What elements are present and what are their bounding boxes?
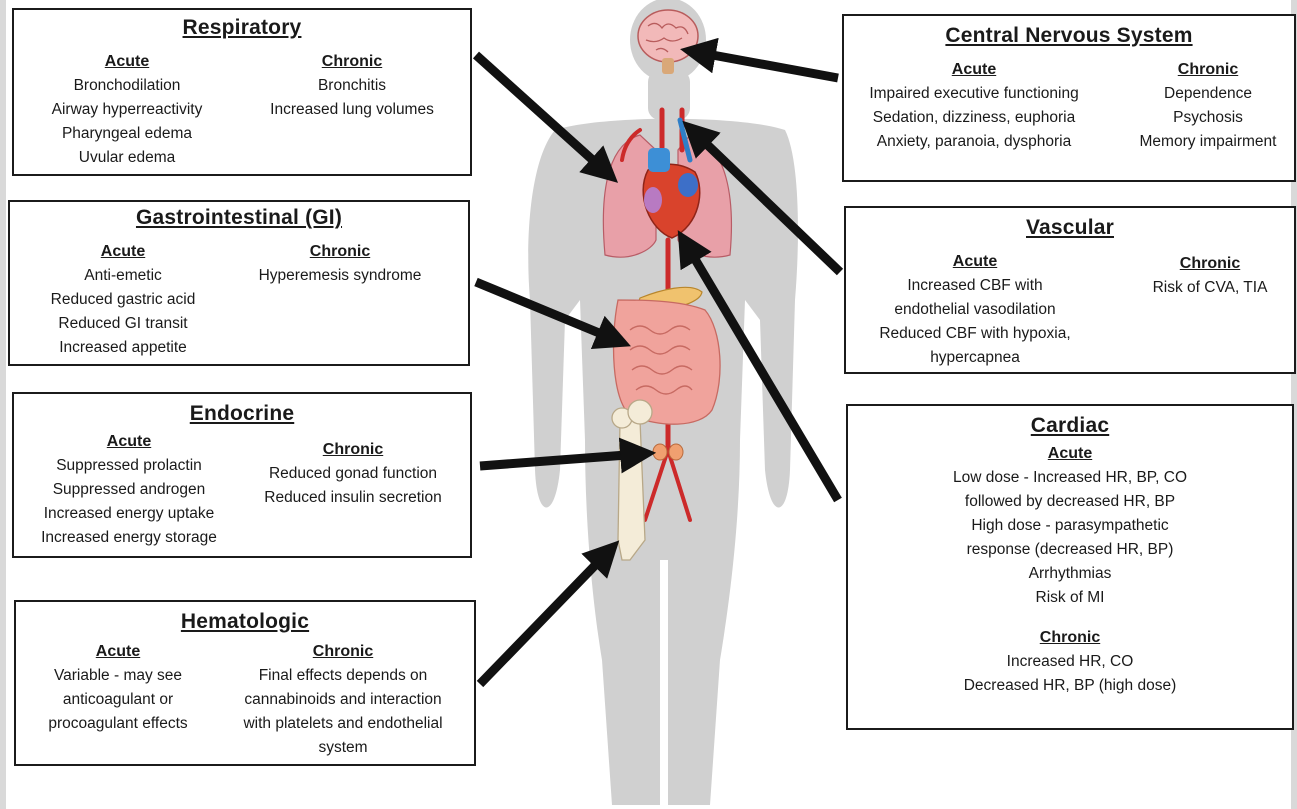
respiratory-title: Respiratory (14, 16, 470, 40)
hematologic-chronic-item: cannabinoids and interaction (220, 688, 466, 712)
respiratory-chronic-item: Bronchitis (242, 74, 462, 98)
gastrointestinal-acute-item: Reduced GI transit (18, 312, 228, 336)
vascular-acute-item: hypercapnea (850, 346, 1100, 370)
gastrointestinal-chronic-heading: Chronic (230, 240, 450, 264)
respiratory-chronic-column: Chronic Bronchitis Increased lung volume… (242, 50, 462, 122)
respiratory-chronic-heading: Chronic (242, 50, 462, 74)
hematologic-chronic-item: with platelets and endothelial (220, 712, 466, 736)
endocrine-chronic-item: Reduced gonad function (246, 462, 460, 486)
vascular-chronic-column: Chronic Risk of CVA, TIA (1126, 252, 1294, 300)
cardiac-acute-item: followed by decreased HR, BP (848, 490, 1292, 514)
cardiac-box: Cardiac Acute Low dose - Increased HR, B… (846, 404, 1294, 730)
hematologic-box: Hematologic Acute Variable - may see ant… (14, 600, 476, 766)
vascular-acute-item: endothelial vasodilation (850, 298, 1100, 322)
vascular-acute-item: Reduced CBF with hypoxia, (850, 322, 1100, 346)
cns-title: Central Nervous System (844, 24, 1294, 48)
cardiac-acute-item: response (decreased HR, BP) (848, 538, 1292, 562)
cardiac-chronic-item: Decreased HR, BP (high dose) (848, 674, 1292, 698)
cns-acute-heading: Acute (846, 58, 1102, 82)
cns-acute-item: Sedation, dizziness, euphoria (846, 106, 1102, 130)
vascular-chronic-heading: Chronic (1126, 252, 1294, 276)
cns-acute-column: Acute Impaired executive functioning Sed… (846, 58, 1102, 154)
cardiac-chronic-item: Increased HR, CO (848, 650, 1292, 674)
cns-chronic-item: Dependence (1124, 82, 1292, 106)
arrow-cns (696, 52, 838, 78)
hematologic-chronic-column: Chronic Final effects depends on cannabi… (220, 640, 466, 760)
vascular-box: Vascular Acute Increased CBF with endoth… (844, 206, 1296, 374)
hematologic-acute-heading: Acute (20, 640, 216, 664)
gastrointestinal-acute-item: Reduced gastric acid (18, 288, 228, 312)
endocrine-box: Endocrine Acute Suppressed prolactin Sup… (12, 392, 472, 558)
cardiac-acute-column: Acute Low dose - Increased HR, BP, CO fo… (848, 442, 1292, 610)
respiratory-acute-item: Bronchodilation (22, 74, 232, 98)
respiratory-acute-column: Acute Bronchodilation Airway hyperreacti… (22, 50, 232, 170)
cardiac-acute-heading: Acute (848, 442, 1292, 466)
endocrine-chronic-heading: Chronic (246, 438, 460, 462)
gastrointestinal-chronic-column: Chronic Hyperemesis syndrome (230, 240, 450, 288)
respiratory-acute-item: Uvular edema (22, 146, 232, 170)
cns-box: Central Nervous System Acute Impaired ex… (842, 14, 1296, 182)
cns-chronic-heading: Chronic (1124, 58, 1292, 82)
respiratory-acute-item: Pharyngeal edema (22, 122, 232, 146)
gastrointestinal-acute-heading: Acute (18, 240, 228, 264)
vascular-chronic-item: Risk of CVA, TIA (1126, 276, 1294, 300)
endocrine-acute-item: Increased energy uptake (16, 502, 242, 526)
gastrointestinal-chronic-item: Hyperemesis syndrome (230, 264, 450, 288)
cns-chronic-item: Psychosis (1124, 106, 1292, 130)
cardiac-chronic-heading: Chronic (848, 626, 1292, 650)
cns-acute-item: Anxiety, paranoia, dysphoria (846, 130, 1102, 154)
endocrine-title: Endocrine (14, 402, 470, 426)
gastrointestinal-title: Gastrointestinal (GI) (10, 206, 468, 230)
hematologic-acute-item: Variable - may see (20, 664, 216, 688)
hematologic-chronic-heading: Chronic (220, 640, 466, 664)
vascular-acute-column: Acute Increased CBF with endothelial vas… (850, 250, 1100, 370)
cns-chronic-column: Chronic Dependence Psychosis Memory impa… (1124, 58, 1292, 154)
respiratory-chronic-item: Increased lung volumes (242, 98, 462, 122)
endocrine-acute-item: Suppressed androgen (16, 478, 242, 502)
cns-chronic-item: Memory impairment (1124, 130, 1292, 154)
endocrine-acute-item: Increased energy storage (16, 526, 242, 550)
vascular-title: Vascular (846, 216, 1294, 240)
hematologic-title: Hematologic (16, 610, 474, 634)
endocrine-chronic-item: Reduced insulin secretion (246, 486, 460, 510)
respiratory-box: Respiratory Acute Bronchodilation Airway… (12, 8, 472, 176)
endocrine-chronic-column: Chronic Reduced gonad function Reduced i… (246, 438, 460, 510)
vascular-acute-heading: Acute (850, 250, 1100, 274)
endocrine-acute-column: Acute Suppressed prolactin Suppressed an… (16, 430, 242, 550)
gastrointestinal-acute-column: Acute Anti-emetic Reduced gastric acid R… (18, 240, 228, 360)
cardiac-acute-item: Low dose - Increased HR, BP, CO (848, 466, 1292, 490)
vascular-acute-item: Increased CBF with (850, 274, 1100, 298)
gastrointestinal-box: Gastrointestinal (GI) Acute Anti-emetic … (8, 200, 470, 366)
respiratory-acute-heading: Acute (22, 50, 232, 74)
cardiac-acute-item: High dose - parasympathetic (848, 514, 1292, 538)
arrow-hematologic (480, 552, 608, 684)
gastrointestinal-acute-item: Increased appetite (18, 336, 228, 360)
hematologic-chronic-item: Final effects depends on (220, 664, 466, 688)
cardiac-title: Cardiac (848, 414, 1292, 438)
hematologic-acute-item: anticoagulant or (20, 688, 216, 712)
endocrine-acute-heading: Acute (16, 430, 242, 454)
endocrine-acute-item: Suppressed prolactin (16, 454, 242, 478)
gastrointestinal-acute-item: Anti-emetic (18, 264, 228, 288)
cardiac-chronic-column: Chronic Increased HR, CO Decreased HR, B… (848, 626, 1292, 698)
cns-acute-item: Impaired executive functioning (846, 82, 1102, 106)
hematologic-chronic-item: system (220, 736, 466, 760)
respiratory-acute-item: Airway hyperreactivity (22, 98, 232, 122)
hematologic-acute-item: procoagulant effects (20, 712, 216, 736)
cardiac-acute-item: Risk of MI (848, 586, 1292, 610)
hematologic-acute-column: Acute Variable - may see anticoagulant o… (20, 640, 216, 736)
cardiac-acute-item: Arrhythmias (848, 562, 1292, 586)
arrow-respiratory (476, 55, 606, 172)
